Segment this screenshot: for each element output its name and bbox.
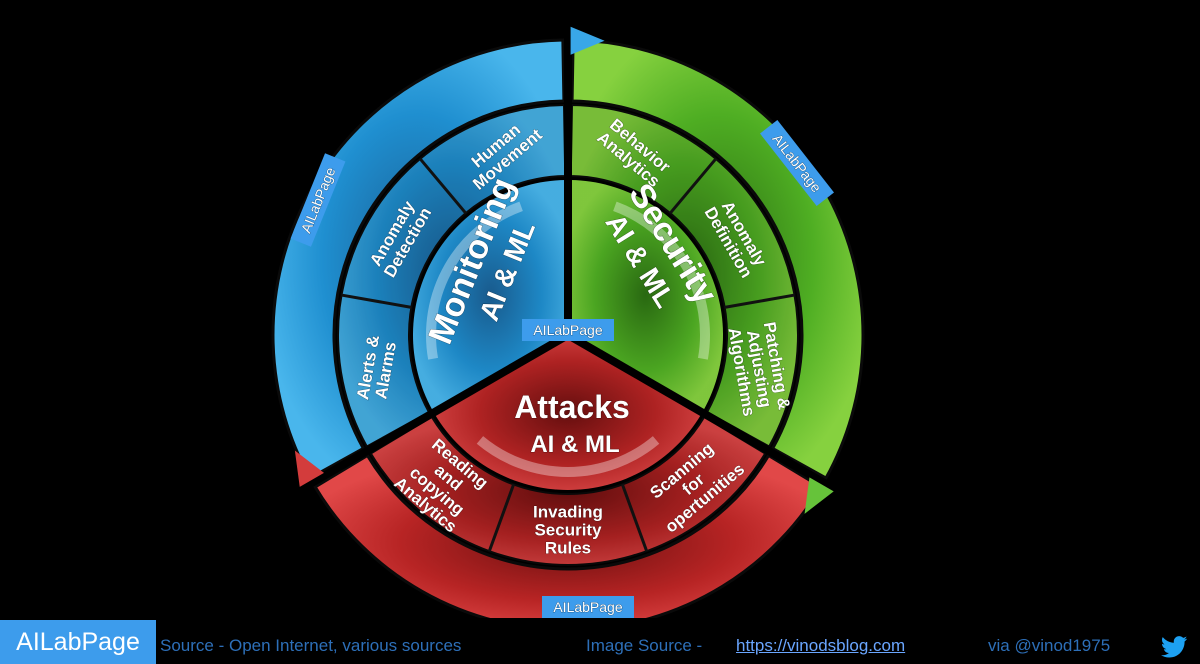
attacks-item-2-line: Invading	[533, 503, 603, 522]
attacks-item-2-line: Rules	[545, 538, 591, 557]
outer-arrowhead-1	[570, 26, 605, 55]
footer-image-source-label: Image Source -	[586, 636, 703, 655]
attacks-middle-ring	[369, 415, 767, 566]
monitoring-core	[413, 180, 568, 411]
monitoring-divider-1	[341, 293, 412, 309]
monitoring-outer-ring	[271, 38, 566, 481]
outer-arrowhead-3	[294, 450, 324, 487]
sector-spoke-2	[565, 331, 829, 488]
attacks-outer-ring	[313, 453, 823, 632]
attacks-divider-2	[487, 483, 516, 552]
twitter-bird-icon[interactable]	[1160, 636, 1188, 658]
monitoring-middle-ring	[337, 104, 567, 448]
footer-image-source-link[interactable]: https://vinodsblog.com	[736, 636, 906, 655]
footer-source-text: Source - Open Internet, various sources	[160, 636, 462, 655]
sector-spoke-3	[307, 331, 571, 488]
security-inner-arrow	[613, 201, 710, 360]
outer-arrowhead-2	[804, 477, 834, 514]
badge-bottom-text: AILabPage	[553, 599, 622, 615]
attacks-divider-1	[620, 483, 649, 552]
monitoring-divider-2	[419, 157, 467, 215]
badge-center: AILabPage	[522, 319, 614, 341]
security-core	[568, 180, 723, 411]
footer-brand-badge: AILabPage	[0, 620, 156, 664]
footer-bar	[0, 618, 1200, 664]
attacks-item-2-line: Security	[534, 520, 602, 539]
attacks-title-sub: AI & ML	[530, 431, 619, 458]
badge-center-text: AILabPage	[533, 322, 602, 338]
badge-bottom: AILabPage	[542, 596, 634, 618]
monitoring-inner-arrow	[426, 201, 523, 360]
attacks-title-main: Attacks	[514, 389, 630, 425]
security-middle-ring	[569, 104, 799, 448]
security-divider-1	[669, 157, 717, 215]
security-divider-2	[724, 293, 795, 309]
footer-via-text: via @vinod1975	[988, 636, 1111, 655]
attacks-inner-arrow	[476, 436, 660, 477]
attacks-core	[435, 335, 701, 491]
